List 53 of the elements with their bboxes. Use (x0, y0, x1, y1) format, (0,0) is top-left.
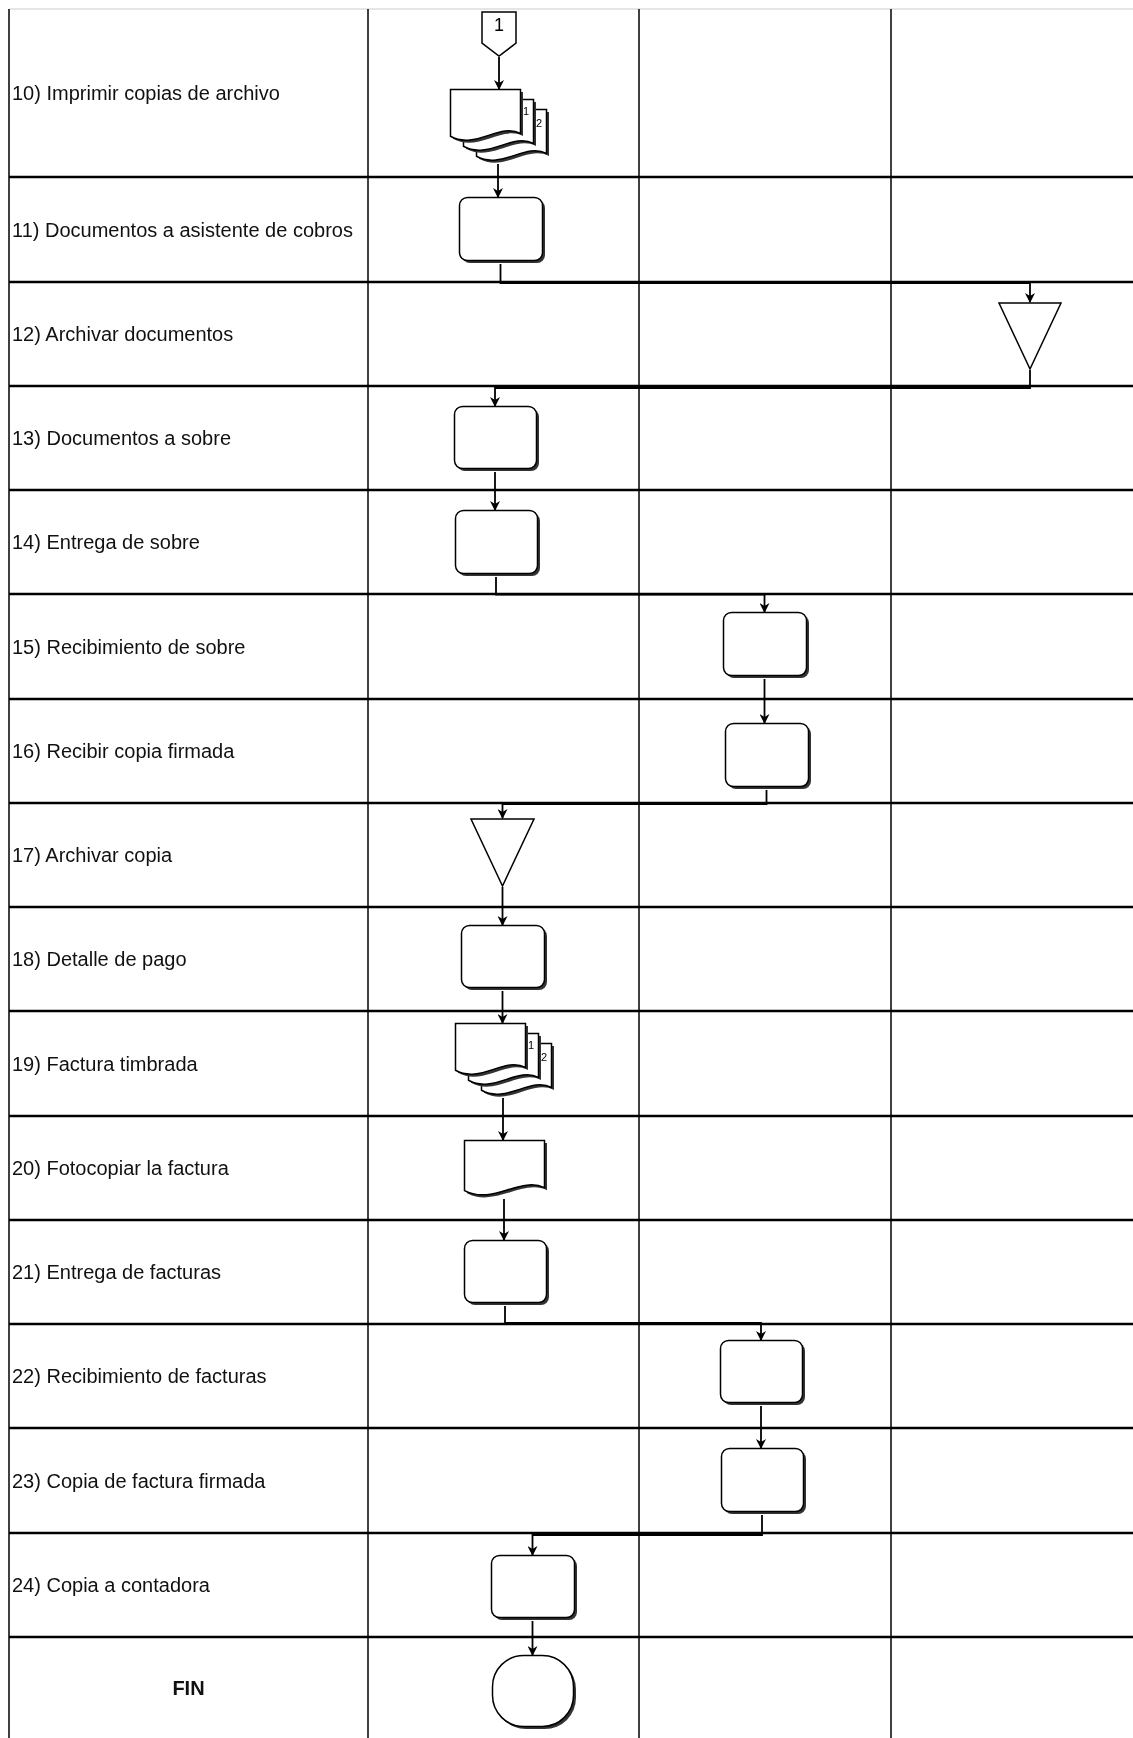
step-label: 13) Documentos a sobre (12, 426, 231, 450)
arrow (527, 1620, 538, 1656)
step-label: 17) Archivar copia (12, 843, 173, 867)
process-box (455, 510, 541, 577)
step-label: 21) Entrega de facturas (12, 1260, 221, 1284)
step-label: 16) Recibir copia firmada (12, 739, 235, 763)
page-number: 2 (541, 1051, 548, 1063)
step-label: 18) Detalle de pago (12, 947, 187, 971)
arrow (504, 1305, 766, 1341)
page-number: 1 (523, 105, 530, 117)
arrow (499, 263, 1035, 303)
process-box (491, 1555, 578, 1621)
process-box (464, 1240, 550, 1306)
process-box (461, 925, 548, 991)
arrow (493, 163, 503, 198)
arrow (497, 886, 508, 926)
off-page-connector (481, 11, 517, 57)
step-label: 22) Recibimiento de facturas (12, 1364, 267, 1388)
page-number: 1 (528, 1039, 535, 1051)
arrow (490, 471, 500, 511)
step-label: 14) Entrega de sobre (12, 530, 200, 554)
arrow (498, 1097, 508, 1141)
process-box (459, 197, 546, 264)
arrow (495, 576, 770, 613)
process-box (720, 1340, 806, 1406)
arrow (756, 1405, 766, 1449)
page-number: 2 (536, 117, 543, 129)
step-label: 23) Copia de factura firmada (12, 1469, 266, 1492)
process-box (725, 723, 812, 790)
arrow (490, 369, 1031, 407)
multi-document-shape (450, 89, 550, 166)
terminator-shape (492, 1655, 577, 1730)
process-box (721, 1448, 807, 1515)
step-label: 19) Factura timbrada (12, 1052, 198, 1075)
end-label: FIN (172, 1676, 205, 1699)
process-box (723, 612, 810, 679)
step-label: 10) Imprimir copias de archivo (12, 81, 280, 105)
step-label: 11) Documentos a asistente de cobros (12, 218, 353, 241)
arrow (497, 789, 768, 819)
step-label: 20) Fotocopiar la factura (12, 1156, 229, 1180)
step-label: 12) Archivar documentos (12, 322, 234, 346)
multi-document-shape (455, 1023, 555, 1100)
archive-triangle (998, 302, 1062, 370)
arrow (527, 1514, 763, 1556)
arrow (494, 56, 504, 90)
arrow (499, 1198, 509, 1241)
process-box (454, 406, 540, 472)
arrow (759, 678, 770, 724)
archive-triangle (470, 818, 535, 887)
connector-number: 1 (493, 15, 505, 36)
arrow (497, 990, 508, 1024)
step-label: 24) Copia a contadora (12, 1573, 210, 1597)
step-label: 15) Recibimiento de sobre (12, 635, 246, 658)
